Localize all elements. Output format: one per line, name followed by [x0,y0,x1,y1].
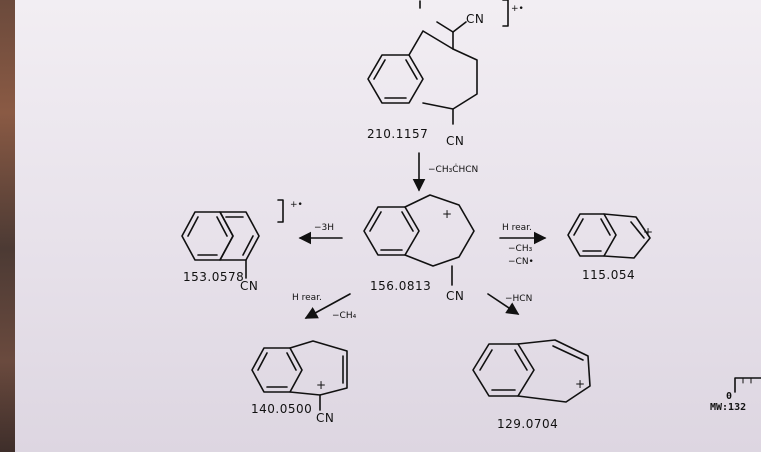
arrow-down-right [487,293,520,315]
arrow-down-left [304,293,351,319]
left-mass: 153.0578 [183,270,244,284]
center-cn: CN [446,289,464,303]
top-mass: 210.1157 [367,127,428,141]
structure-129 [472,339,591,403]
right-mass: 115.054 [582,268,635,282]
br-mass: 129.0704 [497,417,558,431]
right-arrow-l2: −CN• [508,257,534,267]
br-charge: + [575,377,586,391]
bl-charge: + [316,378,327,392]
left-cn: CN [240,279,258,293]
bl-cn: CN [316,411,334,425]
structure-153 [181,199,284,279]
right-arrow-top: H rear. [502,223,532,233]
bl-arrow-bottom: −CH₄ [332,311,357,321]
top-cn-label: CN [466,12,484,26]
photo-edge-strip [0,0,15,452]
top-cn-bottom: CN [446,134,464,148]
benzene-ring [367,54,424,104]
structure-210 [367,0,509,125]
bl-arrow-top: H rear. [292,293,322,303]
bl-mass: 140.0500 [251,402,312,416]
right-arrow-l1: −CH₃ [508,244,533,254]
left-arrow-label: −3H [314,223,334,233]
mw-scale-bracket [734,377,761,393]
br-arrow-label: −HCN [505,294,532,304]
corner-mw: MW:132 [710,402,746,413]
top-charge: +• [511,4,524,14]
structure-156 [363,194,475,286]
center-charge: + [442,207,453,221]
paper-sheet [15,0,761,452]
corner-zero: 0 [726,391,732,402]
left-charge: +• [290,200,303,210]
structure-140 [251,340,348,411]
structure-115 [567,213,651,259]
center-mass: 156.0813 [370,279,431,293]
arrow-down-label: −CH₃ĊHCN [428,164,478,175]
right-charge: + [643,225,654,239]
